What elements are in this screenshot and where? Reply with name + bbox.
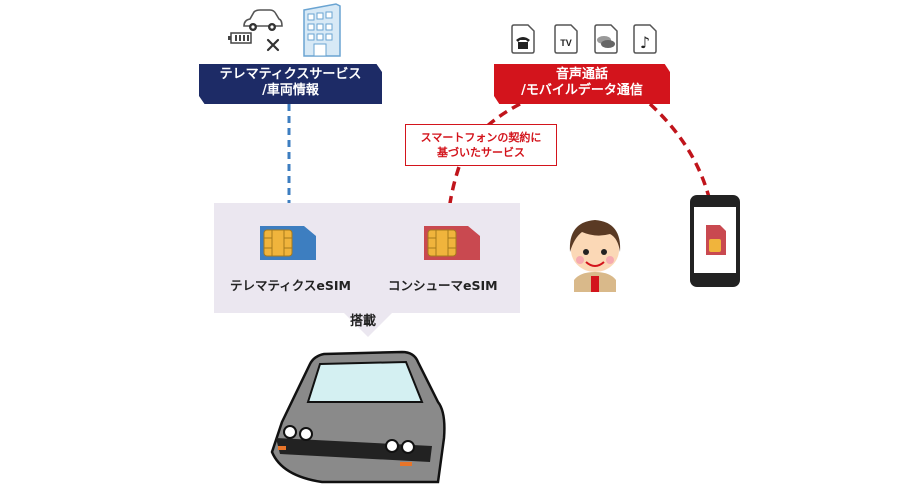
smartphone-icon [690, 195, 740, 287]
consumer-esim-label: コンシューマeSIM [388, 278, 498, 293]
car-icon [243, 9, 283, 31]
music-note: ♪ [640, 33, 650, 52]
car-illustration [270, 350, 446, 484]
callout-line2: 基づいたサービス [437, 146, 525, 159]
building-icon [303, 3, 341, 57]
panel-pointer [344, 313, 392, 337]
consumer-label-line1: 音声通話 [555, 67, 608, 82]
tv-text: TV [560, 38, 572, 48]
consumer-label-line2: /モバイルデータ通信 [521, 83, 643, 98]
consumer-service-label: 音声通話 /モバイルデータ通信 [494, 64, 670, 104]
telematics-service-label: テレマティクスサービス /車両情報 [199, 64, 382, 104]
battery-icon [228, 32, 252, 44]
consumer-sim-icon [424, 226, 480, 260]
telematics-esim-label: テレマティクスeSIM [230, 278, 351, 293]
telematics-label-line2: /車両情報 [262, 83, 319, 98]
tv-file-icon: TV [554, 24, 578, 54]
telephone-file-icon [511, 24, 535, 54]
chat-file-icon [594, 24, 618, 54]
wrench-icon [266, 38, 280, 52]
smartphone-contract-callout: スマートフォンの契約に 基づいたサービス [405, 124, 557, 166]
mount-label: 搭載 [350, 314, 377, 329]
music-file-icon: ♪ [633, 24, 657, 54]
telematics-sim-icon [260, 226, 316, 260]
person-icon [569, 220, 621, 292]
callout-line1: スマートフォンの契約に [420, 131, 542, 144]
telematics-label-line1: テレマティクスサービス [219, 67, 362, 82]
